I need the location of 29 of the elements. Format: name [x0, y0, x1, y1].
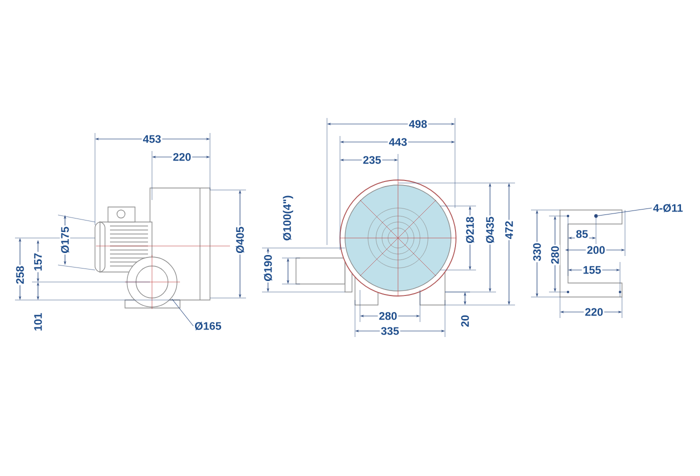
leader-line — [598, 208, 652, 216]
dimension-value: Ø405 — [234, 226, 246, 254]
mounting-hole — [594, 214, 598, 218]
dimension-value: 101 — [33, 312, 43, 332]
dimension-value: Ø218 — [464, 216, 476, 244]
dimension-value: 235 — [362, 155, 382, 165]
dimension-value: 258 — [15, 264, 25, 286]
dimension-callout: Ø165 — [194, 320, 222, 332]
dimension-value: 453 — [142, 134, 162, 144]
dimension-value: Ø100(4") — [282, 194, 294, 242]
dimension-value: 220 — [584, 307, 604, 317]
dimension-value: 330 — [532, 242, 542, 262]
dimension-value: 280 — [550, 244, 560, 266]
dimension-value: 155 — [582, 265, 602, 275]
dimension-value: 498 — [408, 119, 428, 129]
dimension-value: 220 — [172, 152, 192, 162]
dimension-value: 472 — [504, 220, 514, 240]
dimension-value: 157 — [33, 252, 43, 272]
dimension-value: 443 — [388, 137, 408, 147]
dimension-callout: 4-Ø11 — [652, 202, 684, 214]
dimension-value: 200 — [586, 245, 606, 255]
dimension-value: 280 — [378, 311, 398, 321]
dimension-value: Ø435 — [484, 216, 496, 244]
dimension-value: 85 — [574, 229, 590, 239]
dimension-value: 335 — [380, 326, 400, 336]
dimension-value: 20 — [460, 314, 470, 328]
dimension-value: Ø190 — [262, 254, 274, 282]
leader-line — [172, 298, 194, 326]
dimension-value: Ø175 — [60, 226, 70, 254]
